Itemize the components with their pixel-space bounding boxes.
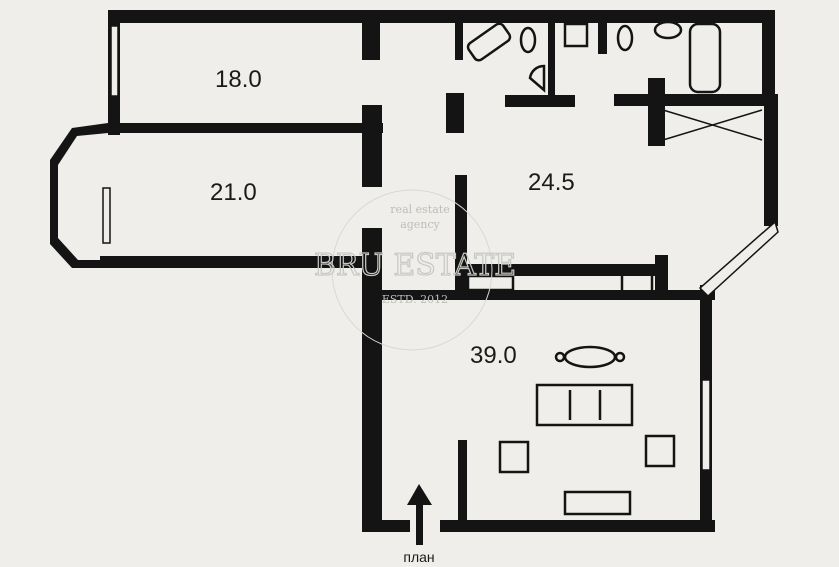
sofa-icon — [535, 383, 634, 427]
armchair-icon — [644, 434, 676, 468]
room-area-label: 39.0 — [470, 342, 517, 369]
living-furniture — [498, 345, 676, 516]
entrance-label: план — [403, 549, 434, 565]
watermark-tagline: real estate — [390, 203, 449, 216]
watermark-established: ESTD. 2012 — [382, 293, 448, 306]
bathtub-icon — [466, 22, 512, 62]
armchair-icon — [498, 440, 530, 474]
watermark-brand: BRU ESTATE — [314, 248, 516, 283]
toilet-icon — [519, 26, 537, 54]
windows — [102, 25, 779, 471]
entrance-arrow-icon — [407, 484, 432, 545]
room-area-label: 24.5 — [528, 169, 575, 196]
shower-icon — [563, 22, 589, 48]
room-area-label: 18.0 — [215, 66, 262, 93]
bathtub-icon — [688, 22, 722, 94]
room-area-label: 21.0 — [210, 179, 257, 206]
watermark-tagline-2: agency — [400, 218, 440, 231]
sink-icon — [528, 64, 546, 93]
desk-icon — [563, 490, 632, 516]
watermark: real estate agency BRU ESTATE ESTD. 2012 — [313, 189, 517, 351]
kitchen-fixtures — [466, 268, 654, 294]
toilet-icon — [616, 24, 634, 52]
sink-icon — [653, 20, 683, 40]
kitchen-sink-icon — [466, 274, 515, 292]
bathroom-fixtures — [466, 20, 722, 94]
stove-icon — [620, 268, 654, 294]
